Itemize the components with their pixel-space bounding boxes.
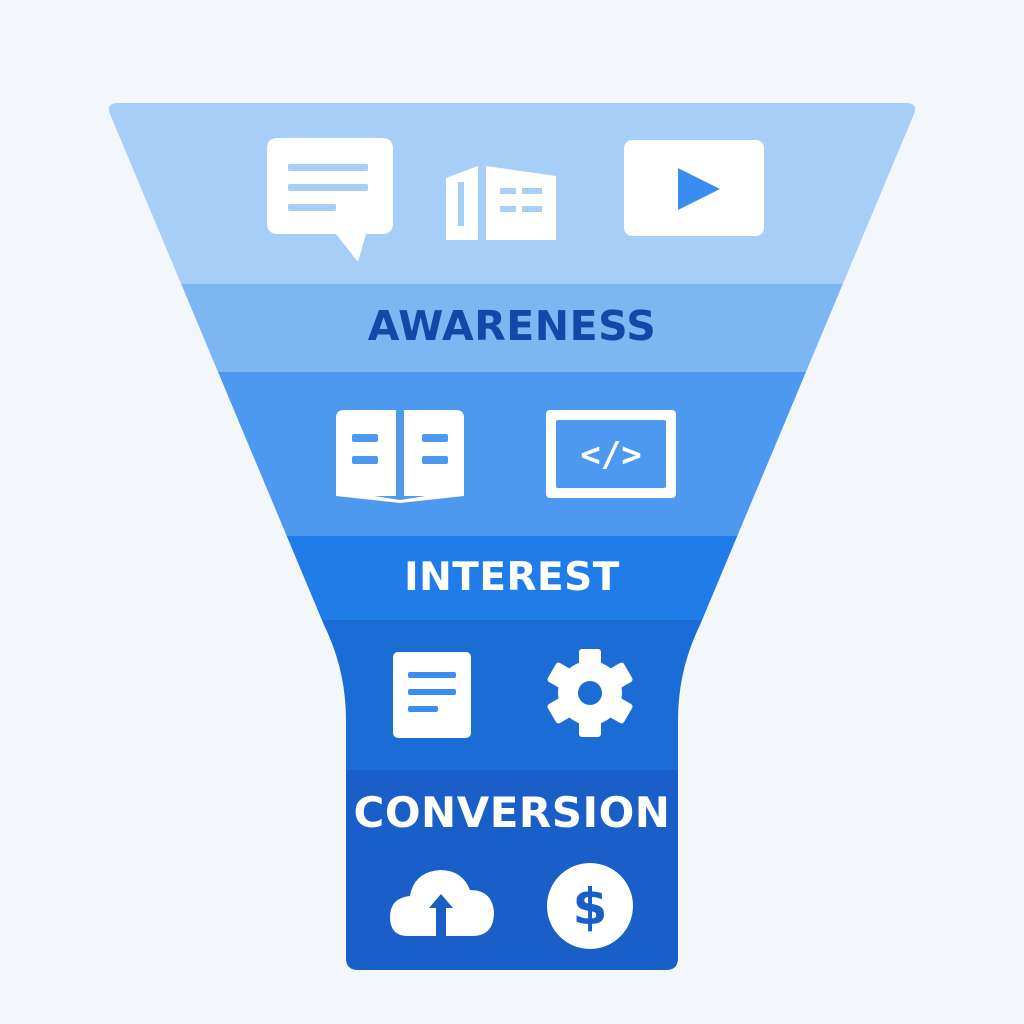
dollar-coin-icon: $ xyxy=(547,863,633,949)
open-book-outline-icon xyxy=(446,166,556,240)
gear-icon xyxy=(547,649,633,737)
stage-label-conversion: CONVERSION xyxy=(353,788,671,837)
dollar-sign-glyph: $ xyxy=(573,878,608,936)
code-symbol-glyph: </> xyxy=(580,435,641,475)
funnel-band-conversion-icons xyxy=(109,620,915,770)
stage-label-awareness: AWARENESS xyxy=(367,302,657,350)
open-book-icon xyxy=(336,410,464,503)
chat-bubble-icon xyxy=(267,138,393,262)
funnel-band-awareness-label xyxy=(109,284,915,372)
video-play-icon xyxy=(624,140,764,236)
cloud-upload-icon xyxy=(390,870,494,938)
code-window-icon: </> xyxy=(546,410,676,498)
stage-label-interest: INTEREST xyxy=(404,555,620,600)
funnel-band-interest-icons xyxy=(109,372,915,536)
document-icon xyxy=(393,652,471,738)
